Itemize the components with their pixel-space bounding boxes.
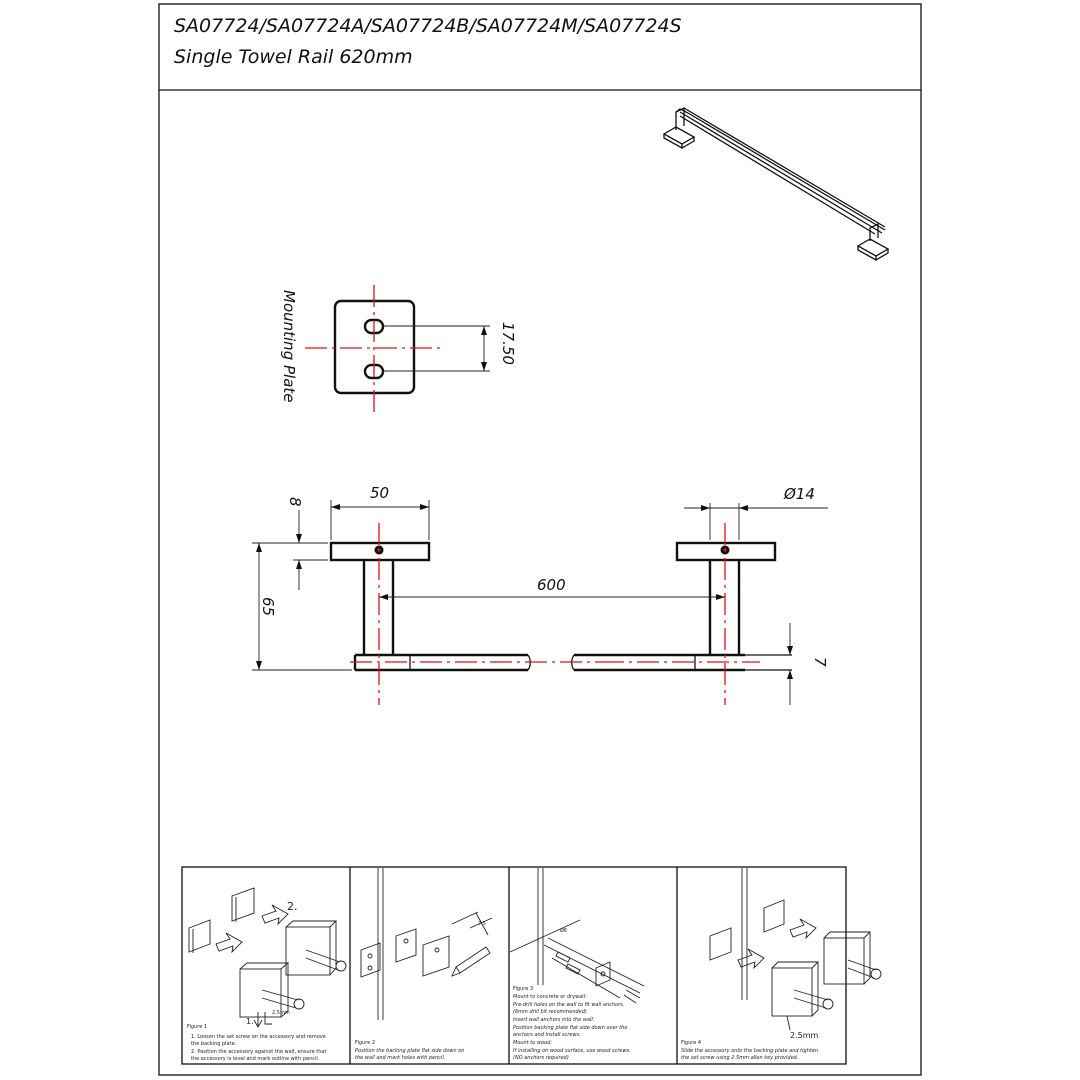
fig1-step-label: 2. <box>287 900 298 913</box>
fig1-arrow-label: 1. <box>246 1017 254 1026</box>
fig2-dim-label: 7.5 <box>478 921 486 927</box>
fig3-line-8: If installing on wood surface, use wood … <box>513 1048 631 1054</box>
fig4-line-1: Slide the accessory onto the backing pla… <box>681 1048 818 1054</box>
fig3-line-1: Mount to concrete or drywall: <box>513 994 587 1000</box>
plate-thickness-dimension: 8 <box>286 497 304 507</box>
product-name: Single Towel Rail 620mm <box>174 46 413 68</box>
elevation-view <box>329 523 792 705</box>
fig3-line-5: Position backing plate flat side down ov… <box>513 1025 627 1031</box>
fig1-step-2b: the accessory is level and mark outline … <box>191 1056 320 1062</box>
fig2-caption: Figure 2 <box>355 1040 375 1046</box>
mounting-plate-label: Mounting Plate <box>280 290 298 403</box>
fig2-line-2: the wall and mark holes with pencil. <box>355 1055 445 1061</box>
drawing-frame <box>158 3 922 1076</box>
rail-thickness-dimension: 7 <box>811 657 829 667</box>
fig1-key-label: 2.5mm <box>272 1010 290 1016</box>
total-depth-dimension: 65 <box>259 597 277 616</box>
bar-diameter-dimension: Ø14 <box>783 485 815 503</box>
model-codes: SA07724/SA07724A/SA07724B/SA07724M/SA077… <box>174 15 682 37</box>
fig3-line-9: (NO anchors required) <box>513 1055 569 1061</box>
plate-width-dimension: 50 <box>370 484 389 502</box>
rail-length-dimension: 600 <box>537 576 566 594</box>
fig2-line-1: Position the backing plate flat side dow… <box>355 1048 464 1054</box>
fig3-line-3: (6mm drill bit recommended) <box>513 1009 587 1015</box>
fig3-dim-label: Ø6 <box>560 927 567 934</box>
fig4-key-label: 2.5mm <box>790 1031 819 1040</box>
fig3-line-2: Pre-drill holes on the wall to fit wall … <box>513 1002 624 1008</box>
fig3-line-4: Insert wall anchors into the wall. <box>513 1017 594 1023</box>
fig1-step-1a: 1. Loosen the set screw on the accessory… <box>191 1034 326 1040</box>
fig3-line-7: Mount to wood: <box>513 1040 552 1046</box>
figure-3 <box>509 868 645 1004</box>
fig3-caption: Figure 3 <box>513 986 533 992</box>
elevation-dimensions <box>252 500 828 705</box>
fig3-line-6: anchors and install screws. <box>513 1032 581 1038</box>
figure-4 <box>709 868 882 1031</box>
fig1-step-2a: 2. Position the accessory against the wa… <box>191 1049 326 1055</box>
figure-1 <box>188 887 347 1028</box>
fig1-step-1b: the backing plate. <box>191 1041 237 1047</box>
fig1-caption: Figure 1 <box>187 1024 207 1030</box>
mounting-plate-view <box>305 285 490 412</box>
isometric-view <box>662 106 890 262</box>
fig4-line-2: the set screw using 2.5mm allen key prov… <box>681 1055 798 1061</box>
fig4-caption: Figure 4 <box>681 1040 701 1046</box>
figure-2 <box>360 868 493 1020</box>
hole-spacing-dimension: 17.50 <box>499 322 517 365</box>
installation-panel <box>181 866 847 1065</box>
